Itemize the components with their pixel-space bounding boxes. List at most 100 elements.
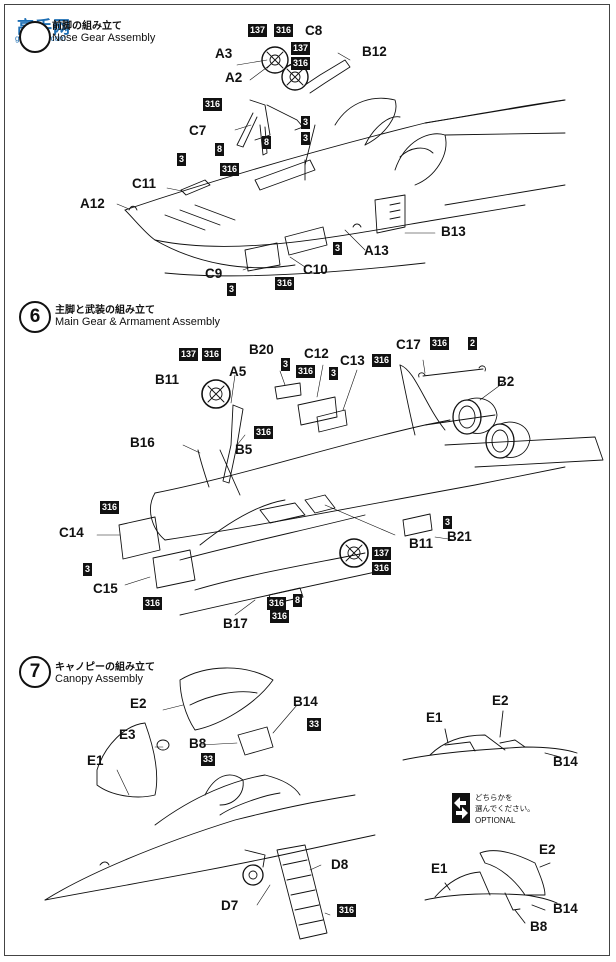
paint-code-badge: 3 bbox=[443, 516, 453, 529]
paint-code-badge: 3 bbox=[281, 358, 291, 371]
paint-code-badge: 316 bbox=[100, 501, 120, 514]
part-label: B11 bbox=[409, 536, 434, 551]
part-label: C8 bbox=[305, 23, 323, 38]
step-number: 6 bbox=[19, 301, 51, 333]
assembly-drawings bbox=[44, 46, 604, 940]
paint-code-badge: 316 bbox=[430, 337, 450, 350]
paint-code-badge: 3 bbox=[227, 283, 237, 296]
paint-code-badge: 316 bbox=[275, 277, 295, 290]
part-label: C15 bbox=[93, 581, 118, 596]
part-label: B8 bbox=[530, 919, 548, 934]
part-label: B21 bbox=[447, 529, 472, 544]
part-label: C9 bbox=[205, 266, 223, 281]
option-note-jp: どちらかを bbox=[475, 793, 513, 802]
nose-leader-lines bbox=[116, 52, 436, 271]
part-label: B5 bbox=[235, 442, 253, 457]
part-label: B14 bbox=[553, 754, 578, 769]
part-label: B16 bbox=[130, 435, 155, 450]
part-label: E2 bbox=[492, 693, 509, 708]
part-label: B8 bbox=[189, 736, 207, 751]
nose-small-parts-drawing bbox=[128, 179, 362, 272]
paint-code-badge: 316 bbox=[143, 597, 163, 610]
paint-code-badge: 3 bbox=[301, 132, 311, 145]
canopy-leader-lines bbox=[116, 704, 331, 916]
part-label: A12 bbox=[80, 196, 105, 211]
part-label: D7 bbox=[221, 898, 239, 913]
main-gear-parts-drawing bbox=[118, 365, 486, 605]
option-note-jp: 選んでください。 bbox=[475, 804, 535, 813]
paint-code-badge: 2 bbox=[468, 337, 478, 350]
step-title-en: Nose Gear Assembly bbox=[52, 32, 156, 44]
canopy-main-drawing bbox=[44, 667, 376, 901]
paint-code-badge: 33 bbox=[307, 718, 322, 731]
paint-code-badge: 8 bbox=[215, 143, 225, 156]
paint-code-badge: 316 bbox=[220, 163, 240, 176]
paint-code-badge: 8 bbox=[262, 136, 272, 149]
nose-fuselage-drawing bbox=[124, 97, 566, 277]
option-note-en: OPTIONAL bbox=[475, 816, 516, 825]
paint-code-badge: 3 bbox=[333, 242, 343, 255]
paint-code-badge: 137 bbox=[291, 42, 311, 55]
part-label: E2 bbox=[539, 842, 556, 857]
paint-code-badge: 316 bbox=[203, 98, 223, 111]
paint-code-badge: 137 bbox=[372, 547, 392, 560]
paint-code-badge: 316 bbox=[372, 562, 392, 575]
paint-code-badge: 316 bbox=[274, 24, 294, 37]
part-label: E1 bbox=[431, 861, 448, 876]
part-label: A3 bbox=[215, 46, 233, 61]
part-label: B13 bbox=[441, 224, 466, 239]
paint-code-badge: 316 bbox=[267, 597, 287, 610]
part-label: C11 bbox=[132, 176, 157, 191]
canopy-option-a-drawing bbox=[402, 710, 578, 761]
main-leader-lines bbox=[96, 359, 504, 616]
part-label: E1 bbox=[87, 753, 104, 768]
canopy-option-b-drawing bbox=[424, 850, 558, 924]
step-title-jp: 主脚と武装の組み立て bbox=[55, 305, 155, 316]
paint-code-badge: 3 bbox=[177, 153, 187, 166]
part-label: E2 bbox=[130, 696, 147, 711]
step-title-jp: 前脚の組み立て bbox=[52, 21, 122, 32]
paint-code-badge: 316 bbox=[296, 365, 316, 378]
paint-code-badge: 316 bbox=[270, 610, 290, 623]
part-label: B11 bbox=[155, 372, 180, 387]
step-title-en: Canopy Assembly bbox=[55, 673, 144, 685]
part-label: B12 bbox=[362, 44, 387, 59]
part-label: C12 bbox=[304, 346, 329, 361]
canopy-ladder-drawing bbox=[242, 844, 328, 940]
main-fuselage-drawing bbox=[150, 364, 604, 616]
paint-code-badge: 316 bbox=[254, 426, 274, 439]
part-label: B20 bbox=[249, 342, 274, 357]
main-wheel-drawing bbox=[201, 379, 369, 568]
part-label: E3 bbox=[119, 727, 136, 742]
part-label: E1 bbox=[426, 710, 443, 725]
step-title-jp: キャノピーの組み立て bbox=[55, 662, 155, 673]
paint-code-badge: 137 bbox=[179, 348, 199, 361]
paint-code-badge: 8 bbox=[293, 594, 303, 607]
paint-code-badge: 316 bbox=[337, 904, 357, 917]
step-title-en: Main Gear & Armament Assembly bbox=[55, 316, 221, 328]
paint-code-badge: 33 bbox=[201, 753, 216, 766]
part-label: B14 bbox=[553, 901, 578, 916]
part-label: B17 bbox=[223, 616, 248, 631]
paint-code-badge: 316 bbox=[372, 354, 392, 367]
paint-code-badge: 137 bbox=[248, 24, 268, 37]
part-label: A13 bbox=[364, 243, 389, 258]
paint-code-badge: 316 bbox=[291, 57, 311, 70]
part-label: C14 bbox=[59, 525, 84, 540]
part-label: A2 bbox=[225, 70, 243, 85]
instruction-sheet: 高手网 gao-shou.com 前脚の組み立て Nose Gear Assem… bbox=[4, 4, 610, 956]
part-label: D8 bbox=[331, 857, 349, 872]
paint-code-badge: 316 bbox=[202, 348, 222, 361]
part-label: C10 bbox=[303, 262, 328, 277]
part-label: B2 bbox=[497, 374, 515, 389]
part-label: C13 bbox=[340, 353, 365, 368]
paint-code-badge: 3 bbox=[329, 367, 339, 380]
part-label: C7 bbox=[189, 123, 207, 138]
part-label: C17 bbox=[396, 337, 421, 352]
double-arrow-icon bbox=[452, 793, 470, 823]
part-label: A5 bbox=[229, 364, 247, 379]
engine-nozzles-drawing bbox=[452, 397, 531, 459]
step-number: 7 bbox=[19, 656, 51, 688]
part-label: B14 bbox=[293, 694, 318, 709]
paint-code-badge: 3 bbox=[83, 563, 93, 576]
